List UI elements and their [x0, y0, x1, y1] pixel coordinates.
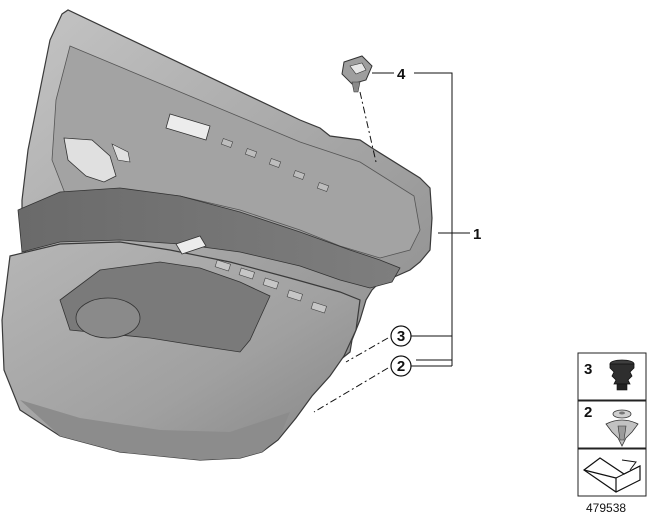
leader-lines — [313, 72, 470, 413]
leader-3-dash — [345, 337, 389, 363]
lower-sill — [20, 400, 290, 460]
plug-icon — [609, 359, 635, 391]
legend: 3 2 — [577, 352, 647, 497]
switch-cluster-upper — [220, 138, 330, 192]
upper-face — [51, 45, 421, 259]
clip-icon — [341, 55, 373, 93]
handle-notch — [111, 143, 131, 163]
lower-switch-cutout — [175, 235, 207, 255]
fastener-shape-icon — [582, 457, 641, 493]
switch-cluster-lower — [214, 259, 327, 314]
door-panel-drawing — [1, 9, 433, 461]
callout-1-label: 1 — [473, 226, 481, 243]
bracket-1 — [414, 72, 453, 361]
callout-3-label: 3 — [397, 328, 405, 345]
upper-switch-cutout — [165, 113, 211, 141]
callout-4-label: 4 — [397, 66, 406, 83]
legend-label-3: 3 — [584, 361, 592, 378]
leader-4-dash — [359, 91, 377, 163]
callout-4: 4 — [397, 66, 406, 83]
reference-number: 479538 — [586, 501, 626, 515]
door-handle-opening — [63, 137, 117, 183]
callout-2: 2 — [390, 355, 453, 377]
callout-2-label: 2 — [397, 358, 405, 375]
leader-2-dash — [313, 367, 389, 413]
speaker-grille — [75, 297, 141, 339]
legend-label-2: 2 — [584, 404, 592, 421]
armrest-band — [17, 187, 401, 289]
callout-3: 3 — [390, 325, 412, 347]
callout-1: 1 — [473, 226, 481, 243]
rivet-icon — [605, 409, 639, 447]
